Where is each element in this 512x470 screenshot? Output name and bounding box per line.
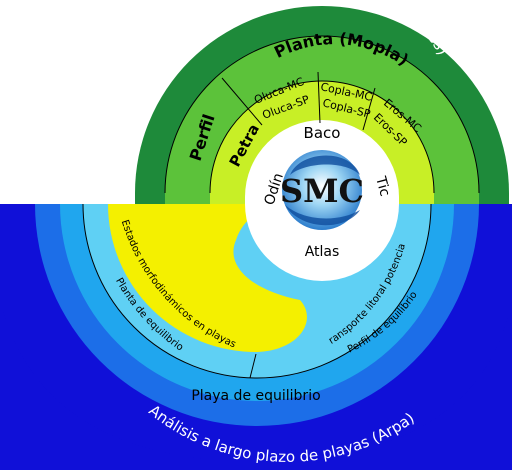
smc-logo-text: SMC xyxy=(280,172,364,210)
tic-label: Tic xyxy=(372,174,393,198)
top-dividers xyxy=(164,35,480,194)
center-hub: SMC Baco Odín Tic Atlas xyxy=(254,124,393,265)
bottom-dividers xyxy=(82,204,432,379)
atlas-label: Atlas xyxy=(305,244,340,260)
baco-label: Baco xyxy=(304,124,341,142)
smc-logo: SMC xyxy=(280,150,364,230)
yellow-spiral xyxy=(108,204,307,353)
playa-equilibrio-label: Playa de equilibrio xyxy=(191,388,320,404)
